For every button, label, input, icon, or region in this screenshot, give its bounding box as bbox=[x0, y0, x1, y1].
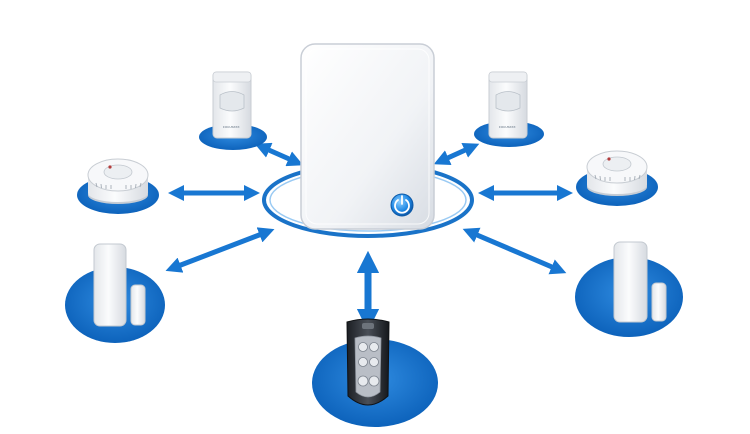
arrow-top-left bbox=[254, 142, 304, 167]
remote-key-fob bbox=[312, 318, 438, 427]
pir-sensor-top-left: FOCUSXXX bbox=[199, 71, 267, 150]
pir-sensor-top-right: FOCUSXXX bbox=[474, 71, 544, 147]
hub-control-panel bbox=[300, 43, 435, 230]
pir-label: FOCUSXXX bbox=[223, 125, 240, 129]
arrow-bottom-right bbox=[462, 227, 567, 275]
pir-lens bbox=[495, 91, 521, 112]
pir-lens bbox=[219, 91, 245, 112]
power-button-icon bbox=[390, 193, 414, 217]
connection-arrows bbox=[165, 142, 574, 332]
smoke-detector-middle-left bbox=[77, 158, 159, 214]
pir-label: FOCUSXXX bbox=[499, 125, 516, 129]
smoke-detector-middle-right bbox=[576, 150, 658, 206]
door-sensor-bottom-right bbox=[575, 241, 683, 337]
arrow-bottom-left bbox=[165, 227, 275, 273]
fob-buttons bbox=[357, 342, 380, 387]
door-sensor-bottom-left bbox=[65, 243, 165, 343]
arrow-top-right bbox=[433, 143, 480, 165]
